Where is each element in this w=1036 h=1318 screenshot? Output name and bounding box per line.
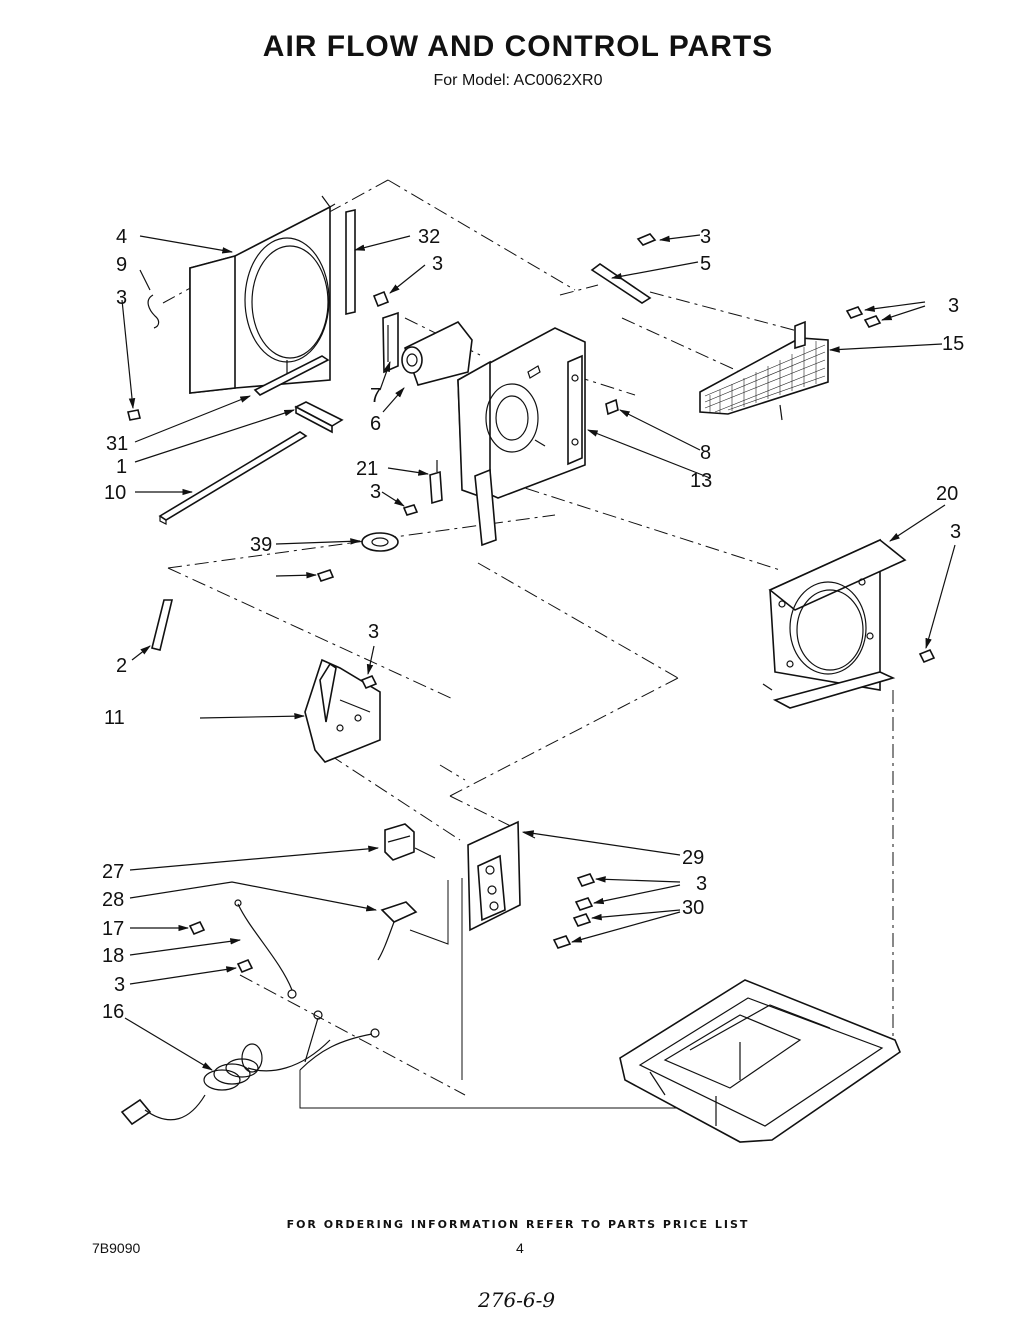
callout-3: 3: [948, 295, 959, 317]
callout-17: 17: [102, 918, 124, 940]
part-31-strip: [253, 355, 330, 396]
model-subtitle: For Model: AC0062XR0: [433, 72, 603, 89]
base-pan: [619, 979, 901, 1143]
part-2-tube: [151, 599, 174, 651]
part-32-gasket-strip: [345, 209, 356, 315]
callout-3: 3: [700, 226, 711, 248]
part-39-clamp: [361, 532, 399, 552]
callout-29: 29: [682, 847, 704, 869]
callout-31: 31: [106, 433, 128, 455]
callout-28: 28: [102, 889, 124, 911]
callout-5: 5: [700, 253, 711, 275]
callout-10: 10: [104, 482, 126, 504]
callout-3: 3: [114, 974, 125, 996]
part-15-grille: [699, 320, 829, 421]
callout-4: 4: [116, 226, 127, 248]
callout-13: 13: [690, 470, 712, 492]
callout-16: 16: [102, 1001, 124, 1023]
part-7-capacitor-bracket: [382, 311, 399, 374]
part-10-long-strip: [158, 431, 308, 525]
part-16-power-cord: [120, 1010, 380, 1126]
part-13-bulkhead: [457, 327, 586, 502]
document-number: 7B9090: [92, 1240, 141, 1256]
part-27-switch: [384, 823, 415, 861]
callout-2: 2: [116, 655, 127, 677]
leader-lines: [121, 234, 956, 1071]
callout-8: 8: [700, 442, 711, 464]
callout-3: 3: [950, 521, 961, 543]
part-9-clip: [147, 294, 160, 329]
callout-11: 11: [104, 707, 125, 729]
part-1-block: [294, 401, 344, 434]
part-21-bracket: [429, 460, 443, 505]
wiring-connection-lines: [299, 847, 705, 1109]
callout-7: 7: [370, 385, 381, 407]
part-28-thermostat: [377, 901, 418, 961]
part-11-control-bracket: [304, 658, 381, 763]
bulkhead-channel: [474, 468, 497, 547]
callout-1: 1: [116, 456, 127, 478]
callout-39: 39: [250, 534, 272, 556]
callout-32: 32: [418, 226, 440, 248]
callout-6: 6: [370, 413, 381, 435]
part-8-clip: [605, 398, 619, 416]
page-title: AIR FLOW AND CONTROL PARTS: [262, 30, 774, 63]
callout-9: 9: [116, 254, 127, 276]
callout-3: 3: [696, 873, 707, 895]
callout-labels: 4 32 3 5 9 3 3 3 15 7 6 31 1 8 13 21 10 …: [102, 226, 964, 1023]
ordering-note: FOR ORDERING INFORMATION REFER TO PARTS …: [286, 1218, 750, 1231]
part-29-control-plate: [467, 820, 521, 932]
callout-3: 3: [116, 287, 127, 309]
callout-20: 20: [936, 483, 958, 505]
exploded-parts-diagram: 4 32 3 5 9 3 3 3 15 7 6 31 1 8 13 21 10 …: [102, 179, 964, 1143]
part-5-bar: [590, 263, 652, 304]
callout-18: 18: [102, 945, 124, 967]
part-6-capacitor: [401, 320, 473, 386]
callout-15: 15: [942, 333, 964, 355]
part-4-shroud-panel: [189, 195, 336, 394]
callout-30: 30: [682, 897, 704, 919]
callout-3: 3: [368, 621, 379, 643]
part-20-evaporator-shroud: [762, 538, 907, 709]
page-number: 4: [516, 1240, 524, 1256]
callout-27: 27: [102, 861, 124, 883]
handwritten-note: 276-6-9: [478, 1288, 556, 1312]
callout-21: 21: [356, 458, 378, 480]
callout-3: 3: [432, 253, 443, 275]
screws: [127, 233, 936, 974]
part-18-wire: [234, 899, 297, 999]
callout-3: 3: [370, 481, 381, 503]
